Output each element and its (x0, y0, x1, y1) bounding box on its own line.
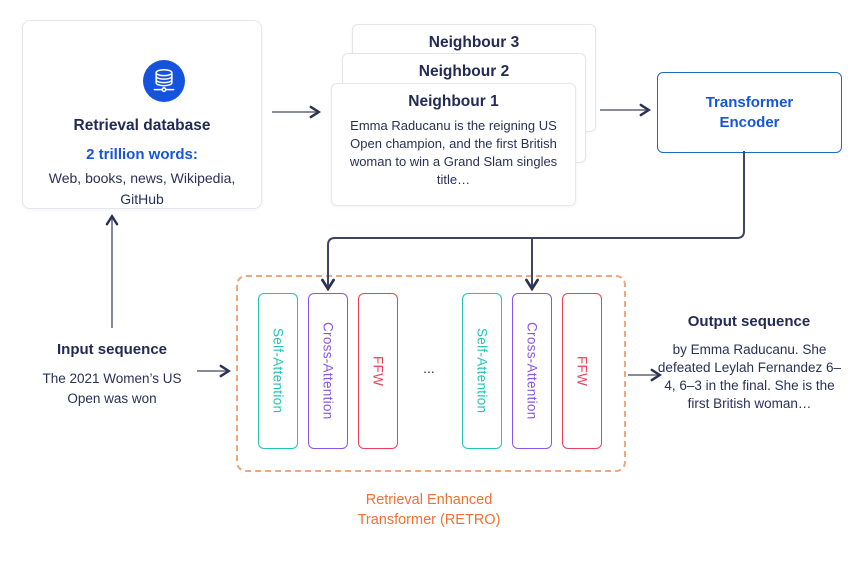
neighbour-2-title: Neighbour 2 (418, 63, 510, 80)
input-sequence-body: The 2021 Women’s US Open was won (42, 371, 182, 406)
ffw-block: FFW (562, 293, 602, 449)
retro-ellipsis: ... (423, 360, 435, 376)
database-title: Retrieval database (73, 117, 211, 134)
transformer-encoder-label: Transformer Encoder (705, 93, 794, 131)
neighbour-1-title: Neighbour 1 (408, 93, 499, 110)
cross-attention-block: Cross-Attention (512, 293, 552, 449)
ffw-label: FFW (574, 355, 590, 387)
neighbour-3-title: Neighbour 3 (428, 34, 520, 51)
self-attention-block: Self-Attention (462, 293, 502, 449)
transformer-encoder-box: Transformer Encoder (657, 72, 842, 153)
self-attention-label: Self-Attention (270, 328, 286, 414)
database-icon (143, 60, 185, 102)
input-sequence-title: Input sequence (56, 341, 168, 358)
database-sources: Web, books, news, Wikipedia, GitHub (48, 170, 236, 207)
output-sequence-body: by Emma Raducanu. She defeated Leylah Fe… (657, 342, 842, 411)
neighbour-1-card: Neighbour 1 Emma Raducanu is the reignin… (331, 83, 576, 206)
retrieval-database-card: Retrieval database 2 trillion words: Web… (22, 20, 262, 209)
cross-attention-label: Cross-Attention (320, 322, 336, 420)
database-stat: 2 trillion words: (86, 146, 198, 163)
retro-caption: Retrieval Enhanced Transformer (RETRO) (357, 492, 501, 528)
self-attention-block: Self-Attention (258, 293, 298, 449)
ffw-label: FFW (370, 355, 386, 387)
cross-attention-label: Cross-Attention (524, 322, 540, 420)
neighbour-1-body: Emma Raducanu is the reigning US Open ch… (349, 118, 558, 187)
cross-attention-block: Cross-Attention (308, 293, 348, 449)
output-sequence-title: Output sequence (687, 313, 811, 330)
self-attention-label: Self-Attention (474, 328, 490, 414)
ffw-block: FFW (358, 293, 398, 449)
